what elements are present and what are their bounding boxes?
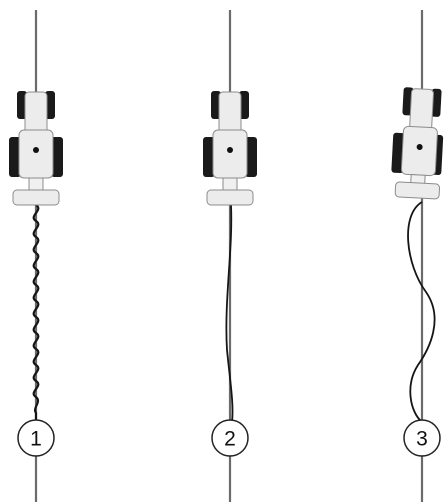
rear-tire-right-icon <box>51 137 63 177</box>
rear-tire-left-icon <box>9 137 21 177</box>
cab-icon <box>400 125 438 177</box>
panel-2: 2 <box>203 10 257 502</box>
callout-label: 3 <box>416 428 428 451</box>
callout-label: 2 <box>224 428 236 451</box>
implement-body-icon <box>12 189 60 206</box>
tractor-icon <box>9 91 63 179</box>
panel-3: 3 <box>391 10 444 502</box>
tractor-icon <box>391 87 444 177</box>
tractor-icon <box>203 91 257 179</box>
rear-tire-left-icon <box>203 137 215 177</box>
callout-marker: 2 <box>211 419 249 457</box>
hitch-point-icon <box>416 143 423 150</box>
implement-body-icon <box>394 181 441 200</box>
wheel-trace <box>225 204 234 423</box>
implement-icon <box>394 174 441 200</box>
hitch-point-icon <box>227 147 233 153</box>
implement-icon <box>12 177 60 206</box>
implement-body-icon <box>206 189 254 206</box>
hitch-point-icon <box>33 147 39 153</box>
callout-marker: 1 <box>17 419 55 457</box>
callout-label: 1 <box>30 428 42 451</box>
rear-tire-right-icon <box>245 137 257 177</box>
wheel-trace <box>32 204 40 422</box>
cab-icon <box>18 129 54 179</box>
panel-1: 1 <box>9 10 63 502</box>
implement-icon <box>206 177 254 206</box>
cab-icon <box>212 129 248 179</box>
callout-marker: 3 <box>403 419 441 457</box>
wheel-trace <box>407 201 436 423</box>
